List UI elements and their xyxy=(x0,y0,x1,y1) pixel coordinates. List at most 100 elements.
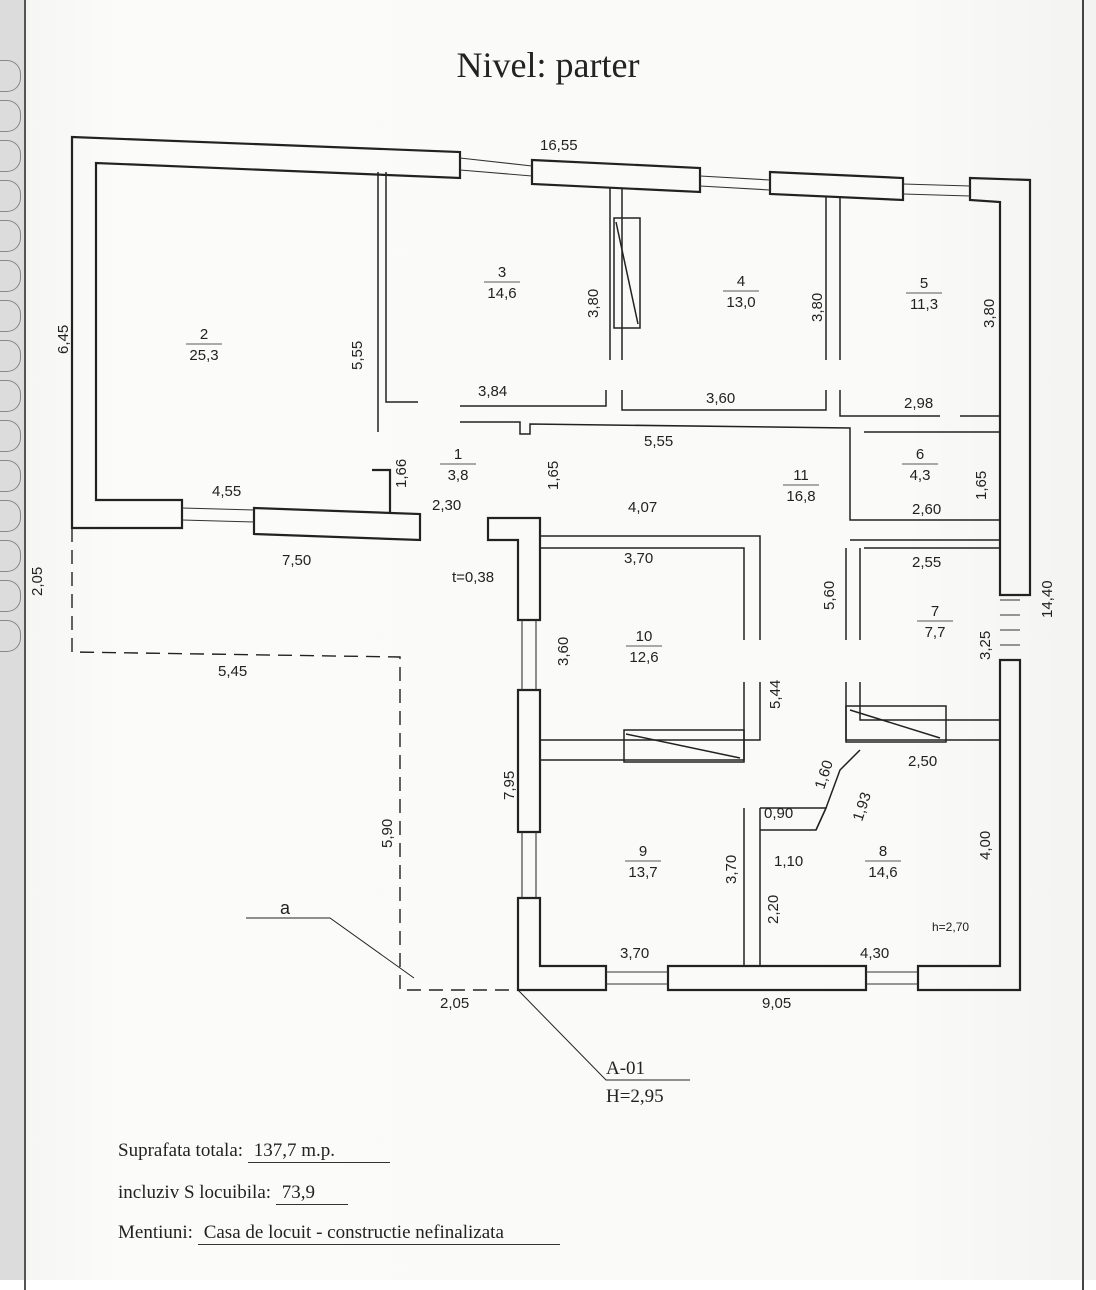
total-area-label: Suprafata totala: xyxy=(118,1140,244,1161)
dimension-label: 7,95 xyxy=(501,771,518,800)
dimension-label: 5,55 xyxy=(644,433,673,450)
total-area-value: 137,7 m.p. xyxy=(247,1140,390,1163)
notes-row: Mentiuni: Casa de locuit - constructie n… xyxy=(118,1222,560,1245)
room-number: 5 xyxy=(920,275,928,292)
dimension-label: 4,07 xyxy=(628,499,657,516)
dimension-label: 3,80 xyxy=(809,293,826,322)
dimension-label: 9,05 xyxy=(762,995,791,1012)
dimension-label: 4,55 xyxy=(212,483,241,500)
partitions xyxy=(377,172,1000,966)
room-area: 4,3 xyxy=(910,467,931,484)
dimension-label: 3,84 xyxy=(478,383,507,400)
room-number: 6 xyxy=(916,446,924,463)
room-number: 8 xyxy=(879,843,887,860)
dimension-label: 2,20 xyxy=(765,895,782,924)
room-area: 12,6 xyxy=(629,649,658,666)
axis-code: A-01 xyxy=(606,1058,645,1079)
leader-lines xyxy=(246,917,690,1081)
living-area-label: incluziv S locuibila: xyxy=(118,1182,272,1203)
dimension-label: 3,80 xyxy=(585,289,602,318)
dimension-label: 3,70 xyxy=(723,855,740,884)
room-labels: 225,3314,6413,0511,313,864,31116,877,710… xyxy=(186,264,953,881)
room-area: 3,8 xyxy=(448,467,469,484)
dimension-label: 1,93 xyxy=(850,790,875,823)
room-5: 511,3 xyxy=(906,275,942,313)
living-area-value: 73,9 xyxy=(275,1182,348,1205)
level-title: Nivel: parter xyxy=(456,45,640,85)
dimension-label: 1,60 xyxy=(812,758,837,791)
notes-value: Casa de locuit - constructie nefinalizat… xyxy=(197,1222,560,1245)
living-area-row: incluziv S locuibila: 73,9 xyxy=(118,1182,348,1205)
room-area: 16,8 xyxy=(786,488,815,505)
dimension-label: 1,65 xyxy=(545,461,562,490)
dimension-label: 5,55 xyxy=(349,341,366,370)
dimension-label: 2,98 xyxy=(904,395,933,412)
dimension-label: 3,60 xyxy=(706,390,735,407)
dimension-label: 14,40 xyxy=(1039,580,1056,618)
dimension-label: 1,65 xyxy=(973,471,990,500)
dimension-label: 5,44 xyxy=(767,680,784,709)
room-area: 13,7 xyxy=(628,864,657,881)
dimension-label: 2,55 xyxy=(912,554,941,571)
dimension-label: 7,50 xyxy=(282,552,311,569)
room-number: 3 xyxy=(498,264,506,281)
room-4: 413,0 xyxy=(723,273,759,311)
room-2: 225,3 xyxy=(186,326,222,364)
room-number: 7 xyxy=(931,603,939,620)
room-number: 4 xyxy=(737,273,745,290)
dimension-label: 5,60 xyxy=(821,581,838,610)
room-number: 9 xyxy=(639,843,647,860)
room-area: 11,3 xyxy=(910,296,938,313)
dimension-label: 3,60 xyxy=(555,637,572,666)
dimension-label: 2,60 xyxy=(912,501,941,518)
page-frame xyxy=(24,0,1084,1290)
dimension-label: 4,30 xyxy=(860,945,889,962)
room-number: 2 xyxy=(200,326,208,343)
dimension-label: 16,55 xyxy=(540,137,578,154)
total-area-row: Suprafata totala: 137,7 m.p. xyxy=(118,1140,390,1163)
room-number: 11 xyxy=(793,467,809,484)
height-label: H=2,95 xyxy=(606,1086,664,1107)
room-7: 77,7 xyxy=(917,603,953,641)
room-area: 13,0 xyxy=(726,294,755,311)
room-area: 14,6 xyxy=(487,285,516,302)
room-3: 314,6 xyxy=(484,264,520,302)
walls xyxy=(70,135,1032,992)
binder-edge xyxy=(0,0,24,1280)
dashed-outlines xyxy=(71,528,518,991)
dimension-label: 0,90 xyxy=(764,805,793,822)
dimension-label: 2,05 xyxy=(440,995,469,1012)
dimension-label: 4,00 xyxy=(977,831,994,860)
room-11: 11 16,8 xyxy=(783,467,819,505)
room-9: 913,7 xyxy=(625,843,661,881)
dimension-label: 3,80 xyxy=(981,299,998,328)
room-6: 64,3 xyxy=(902,446,938,484)
dimension-label: h=2,70 xyxy=(932,920,969,934)
room-number: 1 xyxy=(454,446,462,463)
room-area: 7,7 xyxy=(925,624,946,641)
dimension-label: 2,50 xyxy=(908,753,937,770)
room-10: 10 12,6 xyxy=(626,628,662,666)
room-number: 10 xyxy=(636,628,653,645)
dimension-label: 3,70 xyxy=(624,550,653,567)
room-8: 814,6 xyxy=(865,843,901,881)
window-openings xyxy=(181,157,1020,985)
dimension-label: 2,30 xyxy=(432,497,461,514)
room-1: 13,8 xyxy=(440,446,476,484)
dimension-label: 2,05 xyxy=(29,567,46,596)
room-area: 25,3 xyxy=(189,347,218,364)
dimension-label: 1,10 xyxy=(774,853,803,870)
section-mark: a xyxy=(280,898,291,918)
dimension-label: 1,66 xyxy=(393,459,410,488)
dimension-label: t=0,38 xyxy=(452,569,494,586)
dimension-label: 3,25 xyxy=(977,631,994,660)
dimension-label: 5,45 xyxy=(218,663,247,680)
dimension-label: 5,90 xyxy=(379,819,396,848)
dimension-label: 3,70 xyxy=(620,945,649,962)
notes-label: Mentiuni: xyxy=(118,1222,193,1243)
room-area: 14,6 xyxy=(868,864,897,881)
dimension-label: 6,45 xyxy=(55,325,72,354)
